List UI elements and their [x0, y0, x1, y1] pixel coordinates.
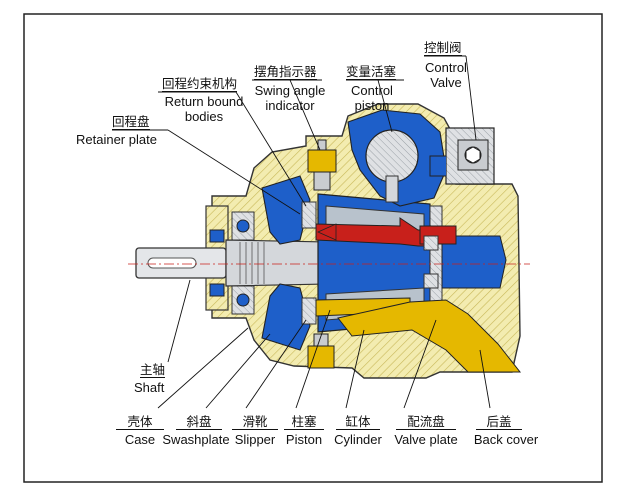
back-cover-passage-blue: [441, 235, 507, 289]
label-swashplate-en: Swashplate: [162, 432, 230, 447]
shaft-splines: [239, 242, 265, 284]
label-control-piston-en-2: piston: [354, 98, 390, 113]
leader-lines: [112, 55, 491, 409]
flow-arrow-icon: [317, 223, 337, 241]
label-piston-zh: 柱塞: [284, 414, 324, 430]
bottom-plug: [307, 333, 335, 369]
label-return-bound-en-2: bodies: [184, 109, 224, 124]
suction-port: [337, 299, 522, 373]
label-cylinder-zh: 缸体: [336, 414, 380, 430]
label-back-cover-en: Back cover: [473, 432, 539, 447]
label-case-en: Case: [124, 432, 156, 447]
label-valve-plate-en: Valve plate: [394, 432, 458, 447]
front-bearing: [231, 211, 255, 315]
label-swing-en-2: indicator: [265, 98, 315, 113]
label-valve-plate-zh: 配流盘: [396, 414, 456, 430]
label-back-cover-zh: 后盖: [476, 414, 522, 430]
label-swashplate-zh: 斜盘: [176, 414, 222, 430]
label-swing-zh: 摆角指示器: [254, 64, 317, 80]
slippers: [301, 201, 317, 325]
label-case-zh: 壳体: [116, 414, 164, 430]
shaft-seals: [209, 229, 225, 297]
label-cylinder-en: Cylinder: [334, 432, 382, 447]
outer-frame: [23, 13, 603, 483]
shaft-key: [147, 257, 197, 269]
label-control-piston-zh: 变量活塞: [346, 64, 397, 80]
label-control-valve-en-1: Control: [425, 60, 467, 75]
label-return-bound-zh: 回程约束机构: [162, 76, 238, 92]
swashplate-lower: [261, 283, 311, 351]
label-swing-en-1: Swing angle: [254, 83, 326, 98]
label-retainer-zh: 回程盘: [112, 114, 150, 130]
control-piston: [347, 109, 447, 207]
label-piston-en: Piston: [285, 432, 323, 447]
label-slipper-en: Slipper: [234, 432, 276, 447]
label-control-valve-zh: 控制阀: [424, 40, 462, 56]
label-shaft-zh: 主轴: [140, 362, 166, 378]
label-return-bound-en-1: Return bound: [164, 94, 244, 109]
rear-bearing: [423, 235, 439, 289]
label-control-piston-en-1: Control: [351, 83, 393, 98]
label-slipper-zh: 滑靴: [232, 414, 278, 430]
control-valve: [429, 127, 495, 185]
swing-angle-indicator: [307, 139, 337, 191]
label-shaft-en: Shaft: [134, 380, 165, 395]
label-control-valve-en-2: Valve: [430, 75, 462, 90]
label-retainer-en: Retainer plate: [76, 132, 157, 147]
